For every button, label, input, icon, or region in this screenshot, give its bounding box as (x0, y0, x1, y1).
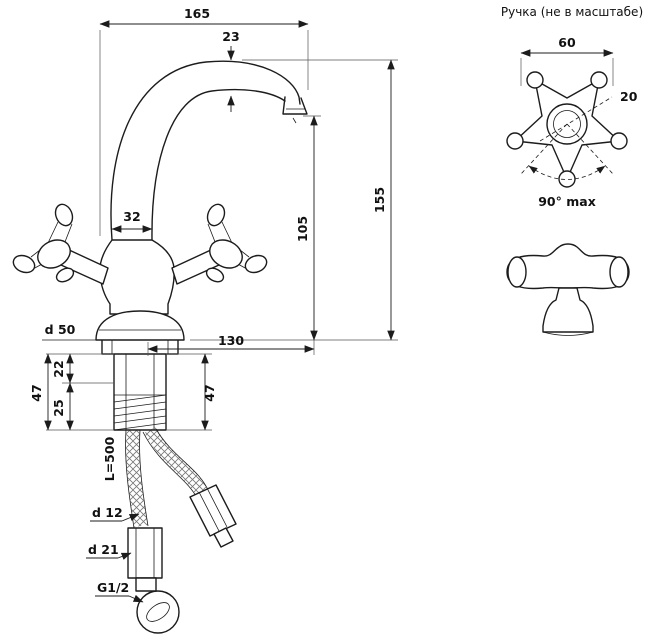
dim-130-label: 130 (218, 333, 244, 348)
dim-handle-width: 60 (520, 35, 614, 86)
locknut (101, 340, 179, 355)
dim-20-label: 20 (620, 89, 638, 104)
dim-d21-label: d 21 (88, 542, 119, 557)
handle-left (12, 203, 109, 285)
rotation-label: 90° max (538, 194, 596, 209)
dimensions: 165 23 155 105 32 d 50 (29, 6, 398, 603)
base-flange (95, 310, 185, 341)
rotation-indicator: 90° max (520, 123, 614, 209)
dim-spout-height: 105 (295, 115, 321, 341)
thread-fitting-g12 (136, 590, 180, 634)
shank-thread (113, 394, 167, 431)
dim-neck: 32 (111, 209, 153, 233)
dim-thread: G1/2 (95, 580, 144, 603)
dim-25-label: 25 (51, 399, 66, 416)
handle-detail: Ручка (не в масштабе) 60 20 90° max (501, 5, 643, 336)
hose-nut-bottom (127, 527, 163, 592)
dim-155-label: 155 (372, 187, 387, 213)
dim-105-label: 105 (295, 216, 310, 242)
dim-overall-length: 165 (99, 6, 309, 236)
dim-nut-diameter: d 21 (86, 542, 132, 560)
dim-shank-right: 47 (166, 353, 217, 431)
dim-47-left-label: 47 (29, 384, 44, 401)
dim-32-label: 32 (123, 209, 140, 224)
dim-overall-height: 155 (190, 59, 398, 341)
dim-d12-label: d 12 (92, 505, 123, 520)
supply-hoses (125, 426, 237, 634)
dim-47-right-label: 47 (202, 384, 217, 401)
hose-nut-angled (189, 484, 237, 548)
handle-side-view (506, 243, 630, 336)
dim-22-label: 22 (51, 360, 66, 377)
dim-spout-reach: 130 (147, 333, 315, 356)
hose-length-label: L=500 (102, 436, 117, 481)
dim-60-label: 60 (558, 35, 576, 50)
dim-spout-tube: 23 (222, 29, 240, 112)
thread-label: G1/2 (97, 580, 129, 595)
handle-right (171, 201, 270, 286)
dim-23-label: 23 (222, 29, 239, 44)
spout (110, 60, 308, 241)
dim-hose-diameter: d 12 (90, 505, 140, 522)
dim-165-label: 165 (184, 6, 210, 21)
mounting-shank (101, 340, 179, 431)
faucet-body (99, 239, 175, 315)
spout-nozzle (282, 96, 308, 124)
dim-d50-label: d 50 (45, 322, 76, 337)
dim-shank-left: 22 25 47 (29, 353, 114, 431)
handle-detail-caption: Ручка (не в масштабе) (501, 5, 643, 19)
